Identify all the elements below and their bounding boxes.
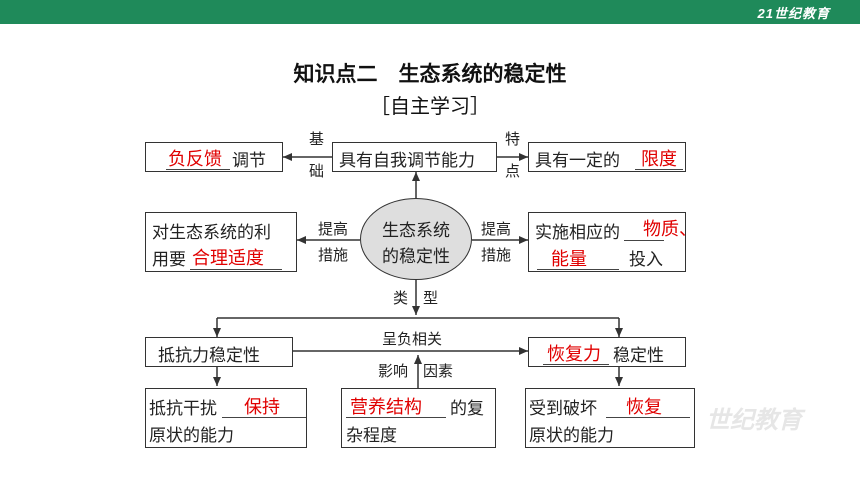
answer-feedback: 负反馈 — [168, 149, 222, 170]
resilience-text: 稳定性 — [613, 346, 664, 366]
label-improve-right-2: 措施 — [481, 246, 512, 264]
brand-logo: 21世纪教育 — [757, 6, 830, 21]
resist-desc-line1: 抵抗干扰 — [149, 399, 217, 419]
watermark: 世纪教育 — [706, 407, 802, 434]
page-title: 知识点二 生态系统的稳定性 — [293, 62, 567, 86]
box-self-regulation: 具有自我调节能力 — [332, 142, 497, 172]
box-resist-description: 抵抗干扰 保持 原状的能力 — [145, 388, 307, 448]
answer-underline — [606, 417, 690, 418]
answer-limit: 限度 — [641, 149, 677, 170]
header-bar: 21世纪教育 — [0, 0, 860, 24]
answer-underline — [624, 240, 664, 241]
label-negative-correlation: 呈负相关 — [382, 330, 443, 348]
page-subtitle: ［自主学习］ — [370, 94, 490, 118]
label-base-2: 础 — [309, 162, 325, 180]
box-feedback-text: 调节 — [232, 151, 266, 171]
box-certain-limit: 具有一定的 限度 — [528, 142, 686, 172]
box-resistance-stability: 抵抗力稳定性 — [145, 337, 293, 367]
certain-limit-text: 具有一定的 — [535, 151, 620, 171]
self-regulation-text: 具有自我调节能力 — [339, 151, 475, 171]
rational-use-prefix: 用要 — [152, 250, 186, 270]
answer-rational: 合理适度 — [192, 248, 264, 269]
answer-resilience: 恢复力 — [547, 344, 601, 365]
box-input-measure: 实施相应的 物质、 能量 投入 — [528, 212, 697, 272]
recover-desc-line1: 受到破坏 — [529, 399, 597, 419]
center-line-1: 生态系统 — [382, 221, 450, 241]
answer-underline — [543, 364, 609, 365]
recover-desc-line2: 原状的能力 — [529, 426, 614, 446]
answer-nutrition-structure: 营养结构 — [350, 397, 422, 418]
resist-desc-line2: 原状的能力 — [149, 426, 234, 446]
label-improve-left-1: 提高 — [318, 220, 349, 238]
label-base-1: 基 — [309, 130, 325, 148]
label-improve-left-2: 措施 — [318, 246, 349, 264]
answer-underline — [635, 169, 683, 170]
answer-underline — [222, 417, 306, 418]
label-feature-2: 点 — [505, 162, 521, 180]
rational-use-line1: 对生态系统的利 — [152, 223, 271, 243]
answer-underline — [190, 269, 282, 270]
answer-underline — [166, 169, 230, 170]
box-rational-use: 对生态系统的利 用要 合理适度 — [145, 212, 297, 272]
answer-material: 物质、 — [643, 219, 697, 240]
label-feature-1: 特 — [505, 130, 521, 148]
box-resilience-stability: 恢复力 稳定性 — [528, 337, 686, 367]
factor-desc-line2: 杂程度 — [346, 426, 397, 446]
box-recover-description: 受到破坏 恢复 原状的能力 — [525, 388, 695, 448]
label-type: 类 型 — [393, 289, 439, 307]
input-line1: 实施相应的 — [535, 223, 620, 243]
answer-recover: 恢复 — [626, 397, 662, 418]
answer-underline — [537, 269, 619, 270]
resistance-text: 抵抗力稳定性 — [158, 346, 260, 366]
label-influence-factor: 影响 因素 — [378, 362, 454, 380]
box-feedback-regulation: 负反馈 调节 — [145, 142, 283, 172]
factor-desc-suffix: 的复 — [450, 399, 484, 419]
center-ellipse: 生态系统 的稳定性 — [360, 198, 472, 280]
label-improve-right-1: 提高 — [481, 220, 512, 238]
answer-maintain: 保持 — [244, 397, 280, 418]
answer-underline — [346, 417, 446, 418]
input-suffix: 投入 — [629, 250, 663, 270]
center-line-2: 的稳定性 — [382, 247, 450, 267]
box-factor-description: 营养结构 的复 杂程度 — [341, 388, 496, 448]
answer-energy: 能量 — [551, 249, 587, 270]
